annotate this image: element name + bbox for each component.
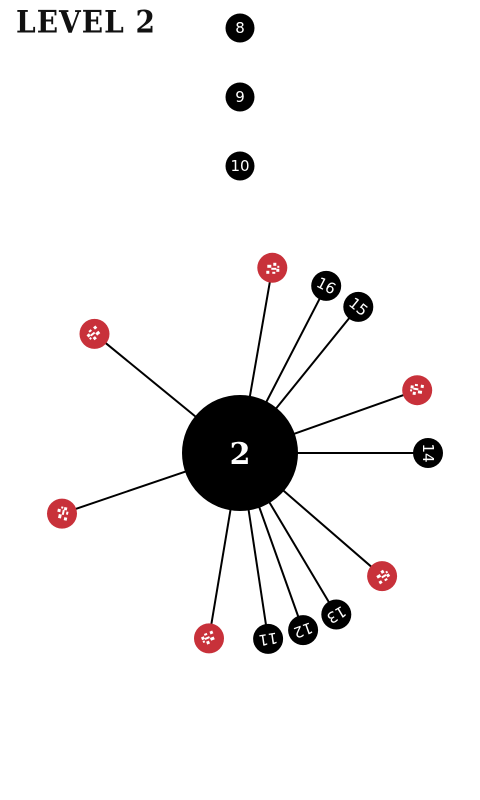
speckle-dot — [63, 506, 68, 511]
speckle-dot — [206, 640, 211, 645]
preset-pin — [194, 623, 224, 654]
pin-line — [292, 389, 418, 436]
speckle-dot — [86, 333, 91, 338]
speckle-dot — [57, 508, 61, 513]
pin-ball — [253, 623, 284, 654]
pin-speckle — [200, 630, 215, 645]
speckle-dot — [384, 577, 388, 582]
pin-line — [93, 333, 198, 419]
pin-ball — [413, 438, 443, 468]
pin-ball — [343, 291, 374, 322]
speckle-dot — [414, 383, 419, 387]
speckle-dot — [65, 511, 69, 515]
speckle-dot — [61, 509, 65, 515]
speckle-dot — [381, 574, 387, 579]
speckle-dot — [277, 265, 280, 268]
speckle-dot — [209, 636, 215, 641]
preset-pin — [402, 375, 433, 406]
numbered-pin: 14 — [413, 438, 443, 468]
queued-pin-ball — [225, 151, 255, 181]
hub-level-number: 2 — [230, 437, 251, 472]
speckle-dot — [200, 636, 205, 641]
pin-ball — [288, 615, 319, 646]
pin-lines — [61, 267, 428, 640]
pin-line — [207, 508, 232, 639]
speckle-dot — [204, 636, 210, 640]
numbered-pin: 12 — [288, 615, 319, 646]
speckle-dot — [385, 570, 389, 574]
numbered-pin: 11 — [253, 623, 284, 654]
speckle-dot — [90, 331, 96, 337]
numbered-pin: 16 — [311, 270, 342, 301]
pin-speckle — [57, 506, 69, 521]
preset-pin — [47, 498, 77, 529]
pin-line — [248, 267, 274, 399]
speckle-dot — [378, 580, 383, 585]
speckle-dot — [93, 325, 98, 330]
speckle-dot — [412, 391, 416, 396]
speckle-dot — [271, 267, 277, 270]
pin-line — [257, 505, 305, 631]
speckle-dot — [61, 506, 64, 509]
queued-pin-ball — [225, 82, 255, 112]
preset-pin — [79, 318, 110, 349]
preset-pin — [367, 561, 398, 592]
queued-pin-ball — [225, 13, 255, 43]
speckle-dot — [272, 271, 276, 274]
speckle-dot — [209, 630, 214, 635]
speckle-dot — [267, 264, 272, 268]
queued-pin: 9 — [225, 82, 255, 112]
speckle-dot — [63, 517, 68, 521]
speckle-dot — [58, 513, 62, 519]
speckle-dot — [202, 640, 206, 643]
hub-circle — [182, 395, 298, 511]
pin-ball-red — [47, 498, 77, 529]
numbered-pin: 13 — [321, 599, 352, 630]
speckle-dot — [89, 337, 92, 340]
pin-ball — [311, 270, 342, 301]
pin-speckle — [266, 262, 280, 274]
numbered-pin: 15 — [343, 291, 374, 322]
pin-speckle — [409, 383, 424, 396]
hub: 2 — [182, 395, 298, 511]
speckle-dot — [203, 632, 208, 636]
pin-line — [267, 500, 338, 615]
queued-pin: 8 — [225, 13, 255, 43]
speckle-dot — [88, 329, 92, 333]
pin-line — [264, 285, 328, 404]
pin-ball — [321, 599, 352, 630]
level-title: LEVEL 2 — [16, 4, 157, 41]
pin-line — [61, 470, 188, 515]
pin-number: 12 — [291, 618, 315, 641]
queued-pin-number: 10 — [230, 157, 249, 175]
speckle-dot — [409, 389, 413, 392]
pin-queue: 8 9 10 — [225, 13, 255, 181]
speckle-dot — [417, 390, 423, 394]
pin-line — [274, 306, 360, 411]
speckle-dot — [273, 262, 277, 266]
speckle-dot — [413, 387, 419, 391]
queued-pin-number: 8 — [235, 19, 245, 37]
pin-line — [247, 508, 270, 640]
queued-pin: 10 — [225, 151, 255, 181]
speckle-dot — [92, 336, 97, 341]
preset-pin — [257, 252, 288, 283]
pin-number: 11 — [257, 629, 279, 650]
speckle-dot — [410, 385, 414, 389]
pin-speckle — [376, 569, 391, 585]
pin-number: 14 — [419, 443, 437, 462]
speckle-dot — [276, 268, 280, 272]
pin-line — [281, 488, 383, 577]
speckle-dot — [420, 384, 424, 389]
speckle-dot — [266, 270, 270, 274]
speckle-dot — [386, 573, 391, 578]
speckle-dot — [95, 330, 101, 336]
queued-pin-number: 9 — [235, 88, 245, 106]
pin-speckle — [86, 325, 101, 341]
speckle-dot — [376, 574, 382, 579]
speckle-dot — [380, 569, 385, 574]
